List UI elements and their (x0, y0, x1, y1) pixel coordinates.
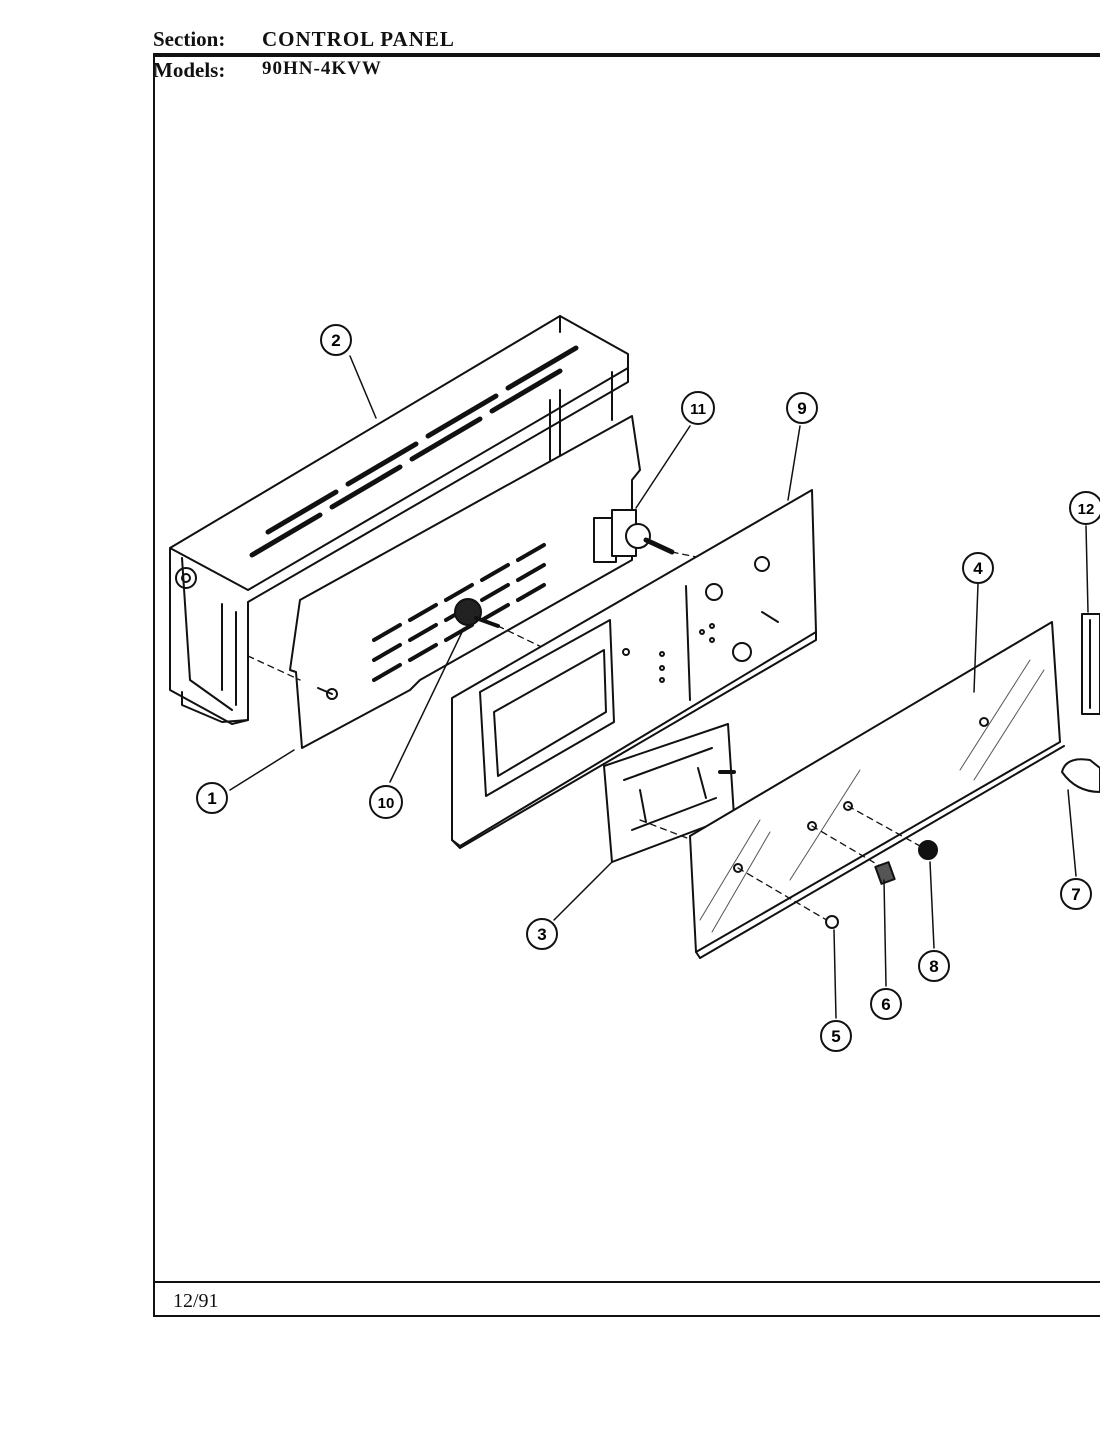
svg-text:5: 5 (831, 1027, 840, 1046)
callout-3: 3 (526, 918, 558, 950)
part-1-mounting-plate (247, 415, 641, 749)
callout-10: 10 (369, 785, 403, 819)
callout-8: 8 (918, 950, 950, 982)
part-6-spring (874, 861, 896, 885)
svg-text:4: 4 (973, 559, 983, 578)
part-11-switch (593, 509, 761, 571)
callout-1: 1 (196, 782, 228, 814)
part-7-knob (1061, 758, 1100, 793)
callout-9: 9 (786, 392, 818, 424)
callout-6: 6 (870, 988, 902, 1020)
callout-7: 7 (1060, 878, 1092, 910)
callout-12: 12 (1069, 491, 1100, 525)
callout-4: 4 (962, 552, 994, 584)
svg-text:9: 9 (797, 399, 806, 418)
part-9-panel (451, 489, 817, 849)
section-label: Section: (153, 27, 226, 51)
part-2-housing (169, 315, 629, 725)
models-label: Models: (153, 58, 226, 82)
svg-text:3: 3 (537, 925, 546, 944)
svg-text:6: 6 (881, 995, 890, 1014)
leader-lines (229, 355, 1089, 1019)
footer-date: 12/91 (173, 1290, 219, 1312)
section-title: CONTROL PANEL (262, 27, 455, 51)
models-value: 90HN-4KVW (262, 58, 382, 79)
svg-text:2: 2 (331, 331, 340, 350)
part-5-screw (825, 915, 839, 929)
part-4-glass (689, 621, 1065, 959)
callout-5: 5 (820, 1020, 852, 1052)
svg-text:12: 12 (1078, 501, 1095, 518)
part-8-knob (918, 840, 938, 860)
header-rule (153, 53, 1100, 55)
callout-11: 11 (681, 391, 715, 425)
svg-text:10: 10 (378, 795, 395, 812)
footer-rule (153, 1281, 1100, 1283)
svg-text:7: 7 (1071, 885, 1080, 904)
part-12-trim (1081, 613, 1100, 715)
drawing-frame (153, 55, 1100, 1317)
svg-text:11: 11 (690, 401, 706, 418)
svg-text:1: 1 (207, 789, 216, 808)
svg-text:8: 8 (929, 957, 938, 976)
callout-2: 2 (320, 324, 352, 356)
